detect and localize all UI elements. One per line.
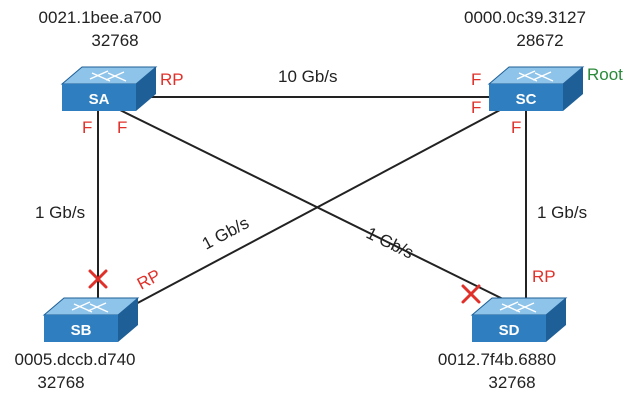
switch-arrows-icon bbox=[89, 70, 127, 82]
port-role-sc-to-sb: F bbox=[471, 98, 481, 117]
port-role-sa-to-sb: F bbox=[82, 118, 92, 137]
switch-front bbox=[472, 315, 546, 342]
switch-front bbox=[489, 84, 563, 111]
switch-priority-sa: 32768 bbox=[91, 31, 138, 50]
link-sa-sd bbox=[119, 109, 506, 301]
port-role-sc-to-sa: F bbox=[471, 70, 481, 89]
speed-label-sc-sb: 1 Gb/s bbox=[199, 213, 252, 253]
switch-side bbox=[546, 298, 566, 342]
switch-name-sc: SC bbox=[516, 91, 537, 108]
speed-label-sa-sd: 1 Gb/s bbox=[363, 224, 416, 263]
switch-side bbox=[563, 67, 583, 111]
port-role-sd-to-sc: RP bbox=[532, 267, 556, 286]
switch-arrows-icon bbox=[516, 70, 554, 82]
switch-arrows-icon bbox=[71, 301, 109, 313]
switch-priority-sd: 32768 bbox=[488, 373, 535, 392]
switch-sb[interactable]: SB bbox=[42, 297, 140, 342]
switch-mac-sd: 0012.7f4b.6880 bbox=[438, 350, 556, 369]
blocked-port-sd-x-icon bbox=[461, 284, 481, 304]
speed-label-sa-sb: 1 Gb/s bbox=[35, 203, 85, 222]
switch-front bbox=[62, 84, 136, 111]
port-role-sc-to-sd: F bbox=[511, 118, 521, 137]
switch-side bbox=[118, 298, 138, 342]
port-role-sa-to-sd: F bbox=[117, 118, 127, 137]
switch-mac-sa: 0021.1bee.a700 bbox=[39, 8, 162, 27]
switch-mac-sb: 0005.dccb.d740 bbox=[15, 350, 136, 369]
switch-priority-sc: 28672 bbox=[516, 31, 563, 50]
switch-sc[interactable]: SC bbox=[487, 66, 585, 111]
switch-sa[interactable]: SA bbox=[60, 66, 158, 111]
switch-name-sa: SA bbox=[89, 91, 110, 108]
port-role-sb-to-sc: RP bbox=[134, 266, 164, 294]
switch-sd[interactable]: SD bbox=[470, 297, 568, 342]
switch-name-sb: SB bbox=[71, 322, 92, 339]
link-sc-sb bbox=[114, 109, 501, 316]
switch-front bbox=[44, 315, 118, 342]
links bbox=[97, 96, 527, 316]
switch-mac-sc: 0000.0c39.3127 bbox=[464, 8, 586, 27]
root-bridge-label: Root bbox=[587, 65, 623, 84]
switch-side bbox=[136, 67, 156, 111]
port-role-sa-to-sc: RP bbox=[160, 70, 184, 89]
speed-label-sa-sc: 10 Gb/s bbox=[278, 67, 338, 86]
switch-arrows-icon bbox=[499, 301, 537, 313]
blocked-port-sb-x-icon bbox=[88, 269, 108, 289]
speed-label-sc-sd: 1 Gb/s bbox=[537, 203, 587, 222]
switch-name-sd: SD bbox=[499, 322, 520, 339]
switch-priority-sb: 32768 bbox=[37, 373, 84, 392]
